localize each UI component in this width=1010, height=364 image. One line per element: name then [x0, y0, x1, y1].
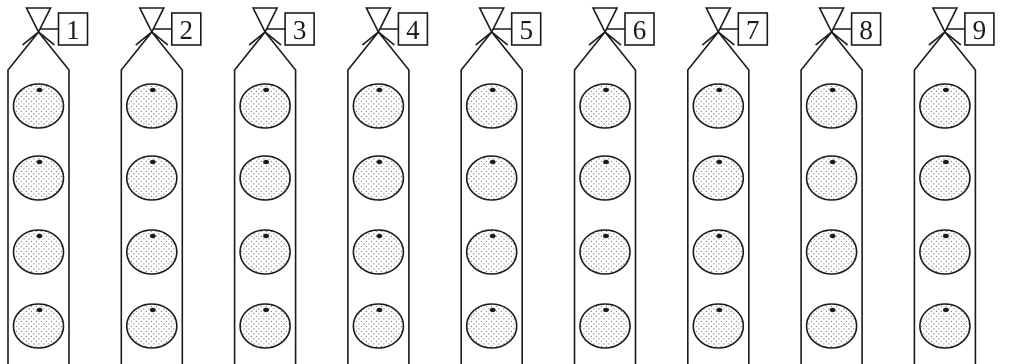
orange-fruit — [353, 230, 403, 274]
orange-fruit — [353, 156, 403, 200]
orange-fruit — [14, 304, 64, 348]
bag-number: 4 — [406, 15, 420, 45]
orange-fruit — [920, 84, 970, 128]
orange-fruit — [807, 156, 857, 200]
bag-number: 6 — [633, 15, 647, 45]
orange-fruit — [920, 304, 970, 348]
bag-number: 8 — [859, 15, 873, 45]
orange-fruit — [127, 156, 177, 200]
orange-fruit — [467, 84, 517, 128]
bag-number: 7 — [746, 15, 760, 45]
orange-fruit — [920, 230, 970, 274]
orange-fruit — [807, 230, 857, 274]
orange-fruit — [693, 156, 743, 200]
orange-fruit — [580, 156, 630, 200]
orange-fruit — [467, 230, 517, 274]
bag-knot — [589, 8, 621, 45]
orange-fruit — [240, 304, 290, 348]
bag-3: 3 — [235, 8, 315, 364]
bag-number: 5 — [519, 15, 533, 45]
orange-fruit — [580, 304, 630, 348]
orange-fruit — [467, 156, 517, 200]
bag-knot — [476, 8, 508, 45]
orange-fruit — [14, 156, 64, 200]
orange-fruit — [353, 304, 403, 348]
bag-knot — [23, 8, 55, 45]
orange-fruit — [127, 304, 177, 348]
orange-fruit — [467, 304, 517, 348]
bag-6: 6 — [575, 8, 655, 364]
orange-fruit — [127, 84, 177, 128]
bag-5: 5 — [461, 8, 541, 364]
bag-7: 7 — [688, 8, 768, 364]
bag-knot — [929, 8, 961, 45]
orange-fruit — [14, 84, 64, 128]
orange-fruit — [693, 304, 743, 348]
orange-fruit — [240, 156, 290, 200]
bag-knot — [702, 8, 734, 45]
bag-number: 1 — [66, 15, 80, 45]
orange-fruit — [693, 84, 743, 128]
orange-fruit — [807, 304, 857, 348]
bag-knot — [816, 8, 848, 45]
bag-8: 8 — [801, 8, 881, 364]
bag-knot — [249, 8, 281, 45]
orange-fruit — [127, 230, 177, 274]
bag-number: 9 — [973, 15, 987, 45]
bag-9: 9 — [914, 8, 994, 364]
orange-fruit — [240, 84, 290, 128]
orange-fruit — [807, 84, 857, 128]
bag-number: 3 — [293, 15, 307, 45]
bag-2: 2 — [121, 8, 201, 364]
orange-fruit — [920, 156, 970, 200]
bag-knot — [362, 8, 394, 45]
orange-fruit — [240, 230, 290, 274]
bag-number: 2 — [180, 15, 194, 45]
orange-fruit — [580, 230, 630, 274]
orange-fruit — [693, 230, 743, 274]
orange-fruit — [14, 230, 64, 274]
orange-fruit — [580, 84, 630, 128]
bag-1: 1 — [8, 8, 88, 364]
bag-knot — [136, 8, 168, 45]
orange-fruit — [353, 84, 403, 128]
bag-4: 4 — [348, 8, 428, 364]
